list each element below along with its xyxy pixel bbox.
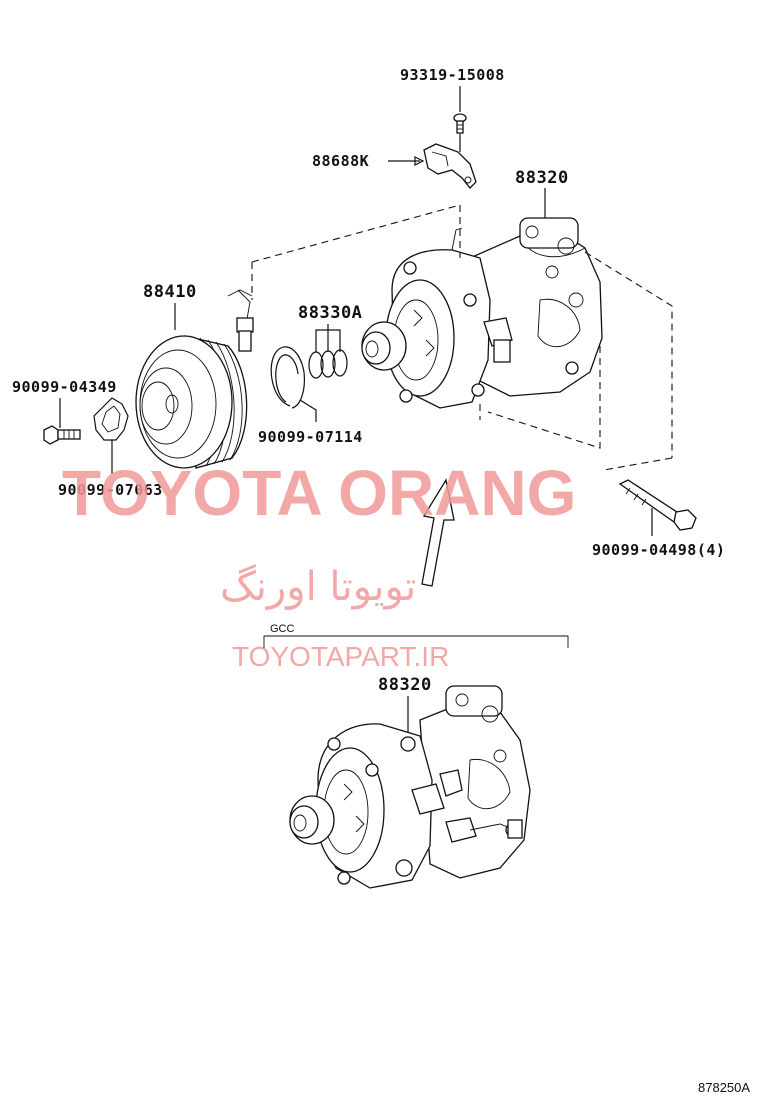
label-clutch: 88410	[143, 282, 197, 302]
compressor-gcc-drawing	[289, 685, 531, 889]
watermark-persian: تویوتا اورنگ	[220, 564, 416, 610]
variant-bracket-line	[263, 635, 569, 648]
label-o-rings: 88330A	[298, 303, 362, 323]
label-variant: GCC	[270, 623, 295, 635]
label-compressor-gcc: 88320	[378, 675, 432, 695]
o-rings-drawing	[308, 324, 348, 379]
screw-top-drawing	[453, 86, 467, 134]
dashed-guides-main	[251, 204, 673, 471]
bracket-drawing	[388, 134, 477, 189]
label-bolt-right: 90099-04498(4)	[592, 541, 725, 559]
shim-drawing	[93, 397, 129, 474]
label-snap-ring: 90099-07114	[258, 428, 363, 446]
compressor-main-drawing	[361, 188, 603, 409]
label-bracket: 88688K	[312, 152, 369, 170]
bolt-left-drawing	[43, 398, 81, 445]
label-screw-top: 93319-15008	[400, 66, 505, 84]
watermark-english: TOYOTA ORANG	[62, 457, 576, 529]
bolt-right-drawing	[618, 479, 697, 536]
label-shim: 90099-07063	[58, 481, 163, 499]
clutch-drawing	[135, 289, 254, 469]
arrow-up-icon	[421, 478, 455, 587]
watermark-site: TOYOTAPART.IR	[232, 641, 449, 672]
snap-ring-drawing	[270, 346, 317, 422]
label-bolt-left: 90099-04349	[12, 378, 117, 396]
diagram-code: 878250A	[698, 1080, 750, 1095]
label-compressor-main: 88320	[515, 168, 569, 188]
